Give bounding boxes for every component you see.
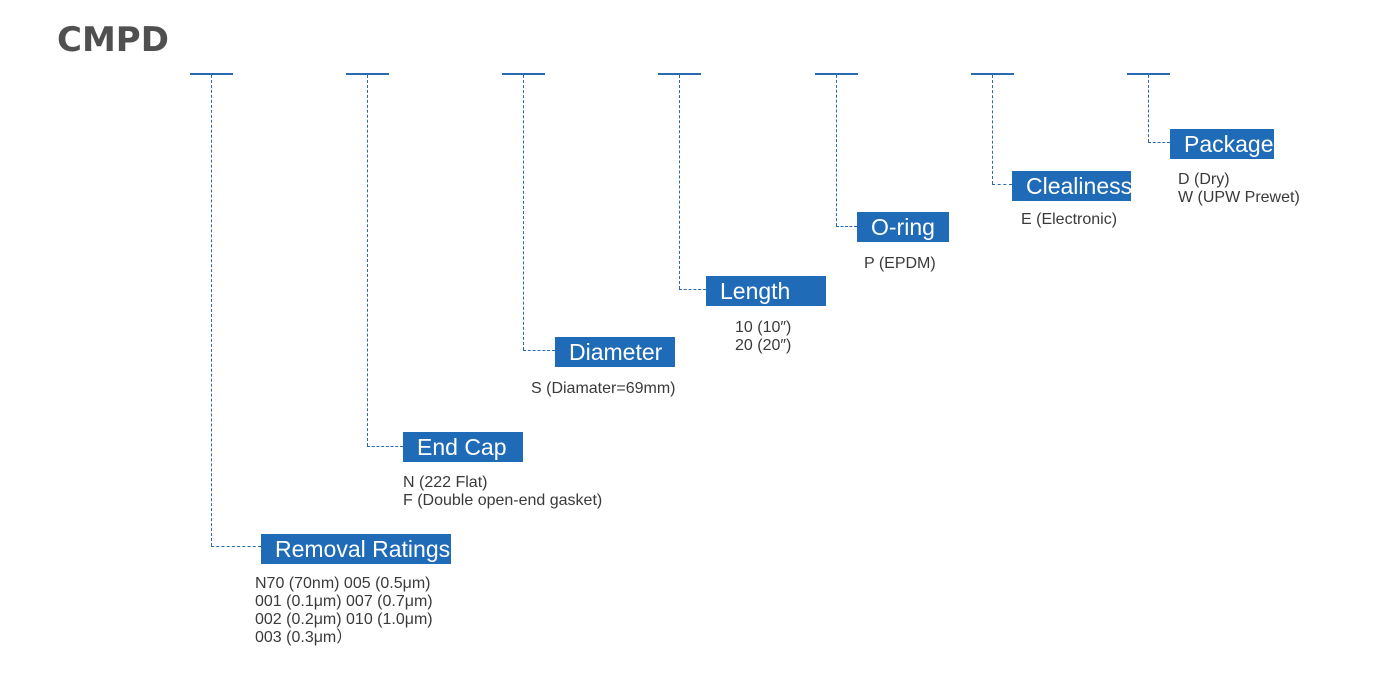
connector-vertical-4 [679, 75, 680, 289]
option-item: P (EPDM) [864, 255, 936, 272]
option-item: N70 (70nm) 005 (0.5μm) [255, 575, 431, 592]
connector-horizontal-5 [836, 226, 857, 227]
connector-vertical-5 [836, 75, 837, 226]
option-item: 002 (0.2μm) 010 (1.0μm) [255, 611, 433, 628]
connector-vertical-1 [211, 75, 212, 546]
code-slot-1 [190, 73, 233, 75]
connector-vertical-7 [1148, 75, 1149, 142]
option-item: D (Dry) [1178, 171, 1230, 188]
options-length: 10 (10″) 20 (20″) [735, 319, 791, 355]
code-slot-7 [1127, 73, 1170, 75]
connector-horizontal-4 [679, 289, 706, 290]
option-item: S (Diamater=69mm) [531, 380, 676, 397]
option-item: 20 (20″) [735, 337, 792, 354]
code-slot-2 [346, 73, 389, 75]
code-slot-5 [815, 73, 858, 75]
connector-horizontal-7 [1148, 142, 1170, 143]
code-slot-3 [502, 73, 545, 75]
segment-label-package: Package [1170, 129, 1274, 159]
options-diameter: S (Diamater=69mm) [531, 380, 675, 398]
option-item: 003 (0.3μm） [255, 629, 353, 646]
options-o-ring: P (EPDM) [864, 255, 936, 273]
connector-vertical-2 [367, 75, 368, 446]
connector-vertical-6 [992, 75, 993, 184]
options-end-cap: N (222 Flat) F (Double open-end gasket) [403, 474, 602, 510]
segment-label-clealiness: Clealiness [1012, 171, 1132, 201]
code-slot-4 [658, 73, 701, 75]
option-item: E (Electronic) [1021, 211, 1118, 228]
connector-horizontal-3 [523, 350, 555, 351]
connector-horizontal-1 [211, 546, 261, 547]
segment-label-o-ring: O-ring [857, 212, 949, 242]
options-package: D (Dry) W (UPW Prewet) [1178, 171, 1300, 207]
segment-label-diameter: Diameter [555, 337, 675, 367]
option-item: N (222 Flat) [403, 474, 488, 491]
segment-label-end-cap: End Cap [403, 432, 523, 462]
connector-horizontal-6 [992, 184, 1012, 185]
options-clealiness: E (Electronic) [1021, 211, 1117, 229]
options-removal-ratings: N70 (70nm) 005 (0.5μm) 001 (0.1μm) 007 (… [255, 575, 433, 647]
option-item: 001 (0.1μm) 007 (0.7μm) [255, 593, 433, 610]
connector-vertical-3 [523, 75, 524, 350]
connector-horizontal-2 [367, 446, 403, 447]
option-item: F (Double open-end gasket) [403, 492, 603, 509]
segment-label-length: Length [706, 276, 826, 306]
product-code-title: CMPD [57, 20, 169, 60]
option-item: 10 (10″) [735, 319, 792, 336]
segment-label-removal-ratings: Removal Ratings [261, 534, 451, 564]
code-slot-6 [971, 73, 1014, 75]
option-item: W (UPW Prewet) [1178, 189, 1300, 206]
